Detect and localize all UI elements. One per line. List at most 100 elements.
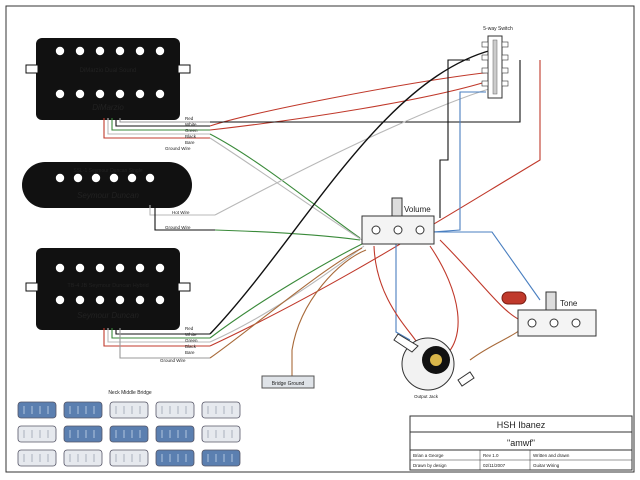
switch-lug <box>501 54 509 61</box>
pole-piece-row <box>55 46 165 56</box>
neck-ground-label: Ground Wire <box>165 146 191 151</box>
title-text: HSH Ibanez <box>497 420 546 430</box>
cell-1-2: Guitar Wiring <box>533 463 560 468</box>
table-cell <box>109 401 149 419</box>
bridge-red-link <box>209 60 541 347</box>
neck-pickup-brand: DiMarzio <box>92 103 124 112</box>
table-header: Neck Middle Bridge <box>108 390 152 396</box>
middle-hot-label: Hot Wire <box>172 210 190 215</box>
output-jack: Output Jack <box>393 333 475 399</box>
bridge-label-red: Red <box>185 326 194 331</box>
pole-piece <box>115 263 125 273</box>
bridge-green-to-volume <box>209 243 363 339</box>
table-cells <box>17 401 241 467</box>
switch-lug <box>501 67 509 74</box>
switch-to-volume-blue <box>431 91 486 233</box>
bridge-white-to-volume <box>209 245 365 343</box>
neck-green-wire <box>111 118 210 131</box>
tone-lug-2 <box>549 318 559 328</box>
title-block: HSH Ibanez "amwf" Brian a George Rev 1.0… <box>409 415 633 471</box>
switch-label: 5-way Switch <box>483 26 513 32</box>
table-cell <box>201 401 241 419</box>
switch-to-volume-black <box>439 59 470 218</box>
bridge-label-white: White <box>185 332 197 337</box>
table-cell <box>155 449 195 467</box>
neck-pickup-tab-right <box>177 64 191 74</box>
bridge-terminal-labels: Red White Green Black Bare <box>185 326 198 355</box>
middle-ground-to-volume <box>214 229 361 241</box>
pole-piece <box>55 295 65 305</box>
pole-piece <box>95 295 105 305</box>
wires <box>103 49 541 378</box>
bridge-red-wire <box>103 328 210 347</box>
neck-label-green: Green <box>185 128 198 133</box>
table-cell <box>63 449 103 467</box>
neck-humbucker: DiMarzio Dual Sound DiMarzio <box>25 38 191 120</box>
pole-piece <box>75 46 85 56</box>
tone-capacitor <box>501 291 527 305</box>
middle-pickup-body <box>22 162 192 208</box>
pole-piece <box>55 46 65 56</box>
jack-to-tone <box>469 329 521 361</box>
table-cell <box>201 449 241 467</box>
middle-pickup-model: SSL-1 Seymour Duncan Single <box>73 168 142 174</box>
jack-lug-sleeve <box>457 371 475 387</box>
bridge-ground-box: Bridge Ground <box>261 375 315 389</box>
switch-lugs <box>481 41 509 87</box>
cell-0-2: Written and drawn <box>533 453 570 458</box>
pole-piece-row <box>55 173 155 183</box>
bridge-black-wire <box>115 328 210 335</box>
pole-piece <box>95 46 105 56</box>
neck-label-white: White <box>185 122 197 127</box>
middle-hot-wire <box>149 205 215 216</box>
bridge-green-wire <box>111 328 210 339</box>
neck-hot-to-switch <box>209 71 493 127</box>
neck-bare-wire <box>119 118 210 123</box>
volume-to-tone-blue <box>430 231 541 301</box>
bridge-ground-rect <box>261 375 315 389</box>
pole-piece-row <box>55 295 165 305</box>
title-block-frame <box>409 415 633 471</box>
pole-piece <box>135 263 145 273</box>
neck-black-wire <box>115 118 210 127</box>
switch-lug <box>481 41 489 48</box>
bridge-label-bare: Bare <box>185 350 195 355</box>
bridge-pickup-ground-label: Ground Wire <box>160 358 186 363</box>
bridge-hot-to-switch <box>209 49 493 335</box>
pole-piece <box>135 295 145 305</box>
neck-pickup-model: DiMarzio Dual Sound <box>80 68 137 74</box>
table-cell <box>201 425 241 443</box>
pole-piece <box>155 295 165 305</box>
switch-lug <box>481 80 489 87</box>
pole-piece <box>75 89 85 99</box>
pole-piece <box>115 46 125 56</box>
bridge-bare-wire <box>119 328 210 359</box>
middle-pickup-brand: Seymour Duncan <box>77 191 139 200</box>
switch-lug <box>501 80 509 87</box>
bridge-pickup-tab-right <box>177 282 191 292</box>
neck-pickup-body <box>36 38 180 120</box>
neck-label-black: Black <box>185 134 197 139</box>
bridge-ground-wire <box>291 249 367 378</box>
neck-ground-to-volume <box>209 137 363 241</box>
neck-label-bare: Bare <box>185 140 195 145</box>
table-cell <box>63 401 103 419</box>
five-way-switch: 5-way Switch <box>481 26 513 99</box>
pole-piece <box>155 263 165 273</box>
tone-label: Tone <box>560 299 578 308</box>
tone-lug-1 <box>527 318 537 328</box>
table-cell <box>17 401 57 419</box>
pole-piece <box>95 263 105 273</box>
pole-piece-row <box>55 89 165 99</box>
cell-1-1: 02/11/2007 <box>483 463 506 468</box>
middle-ground-wire <box>154 205 215 231</box>
middle-ground-label: Ground Wire <box>165 225 191 230</box>
pole-piece <box>155 89 165 99</box>
pole-piece <box>135 46 145 56</box>
switch-lug <box>501 41 509 48</box>
pole-piece <box>109 173 119 183</box>
volume-to-jack <box>395 244 411 341</box>
volume-pot: Volume <box>361 197 435 245</box>
pole-piece <box>145 173 155 183</box>
bridge-pickup-model: TB-4 JB Seymour Duncan Hybrid <box>67 283 148 289</box>
